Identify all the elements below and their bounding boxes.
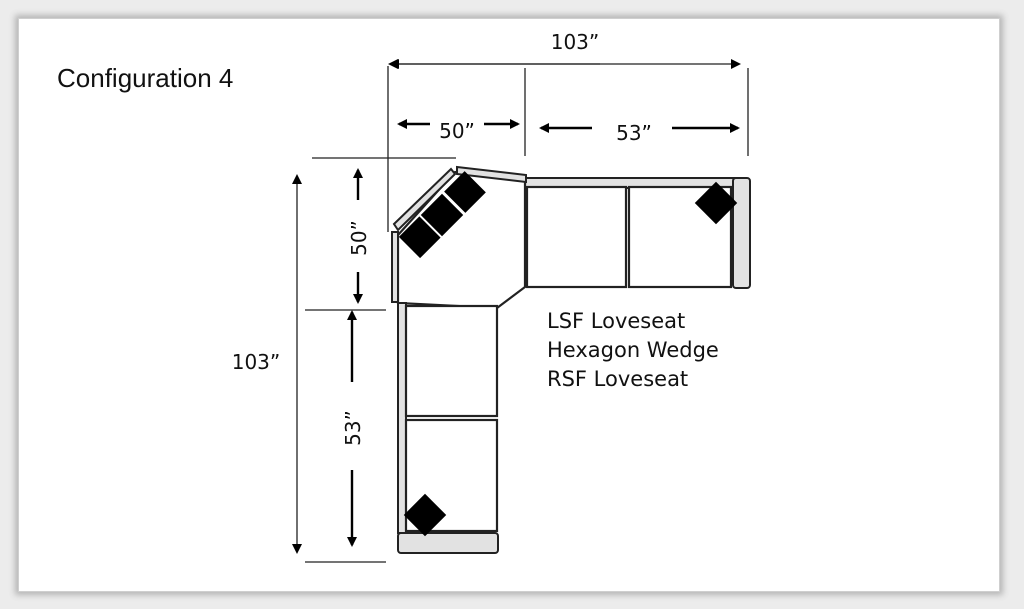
pillow-icon (420, 193, 464, 237)
config-title: Configuration 4 (57, 63, 233, 93)
piece-label: Hexagon Wedge (547, 338, 719, 362)
loveseat-depth-label: 53” (341, 410, 365, 446)
pieces-list: LSF Loveseat Hexagon Wedge RSF Loveseat (547, 309, 719, 391)
pillow-icon (398, 216, 441, 259)
loveseat-width-label: 53” (616, 121, 652, 145)
piece-label: LSF Loveseat (547, 309, 685, 333)
loveseat-width-dimension: 53” (539, 121, 740, 145)
hexagon-wedge (391, 165, 527, 310)
overall-width-dimension: 103” (388, 30, 741, 69)
wedge-width-label: 50” (439, 119, 475, 143)
overall-depth-dimension: 103” (232, 174, 302, 554)
overall-width-label: 103” (551, 30, 600, 54)
piece-label: RSF Loveseat (547, 367, 688, 391)
wedge-depth-label: 50” (347, 220, 371, 256)
lsf-loveseat (397, 302, 499, 554)
pillow-icon (444, 171, 486, 213)
extension-lines (305, 66, 749, 563)
overall-depth-label: 103” (232, 350, 281, 374)
loveseat-depth-dimension: 53” (341, 310, 365, 547)
diagram-card (18, 18, 1000, 592)
wedge-depth-dimension: 50” (347, 168, 371, 304)
wedge-width-dimension: 50” (397, 119, 520, 143)
rsf-loveseat (524, 177, 751, 289)
